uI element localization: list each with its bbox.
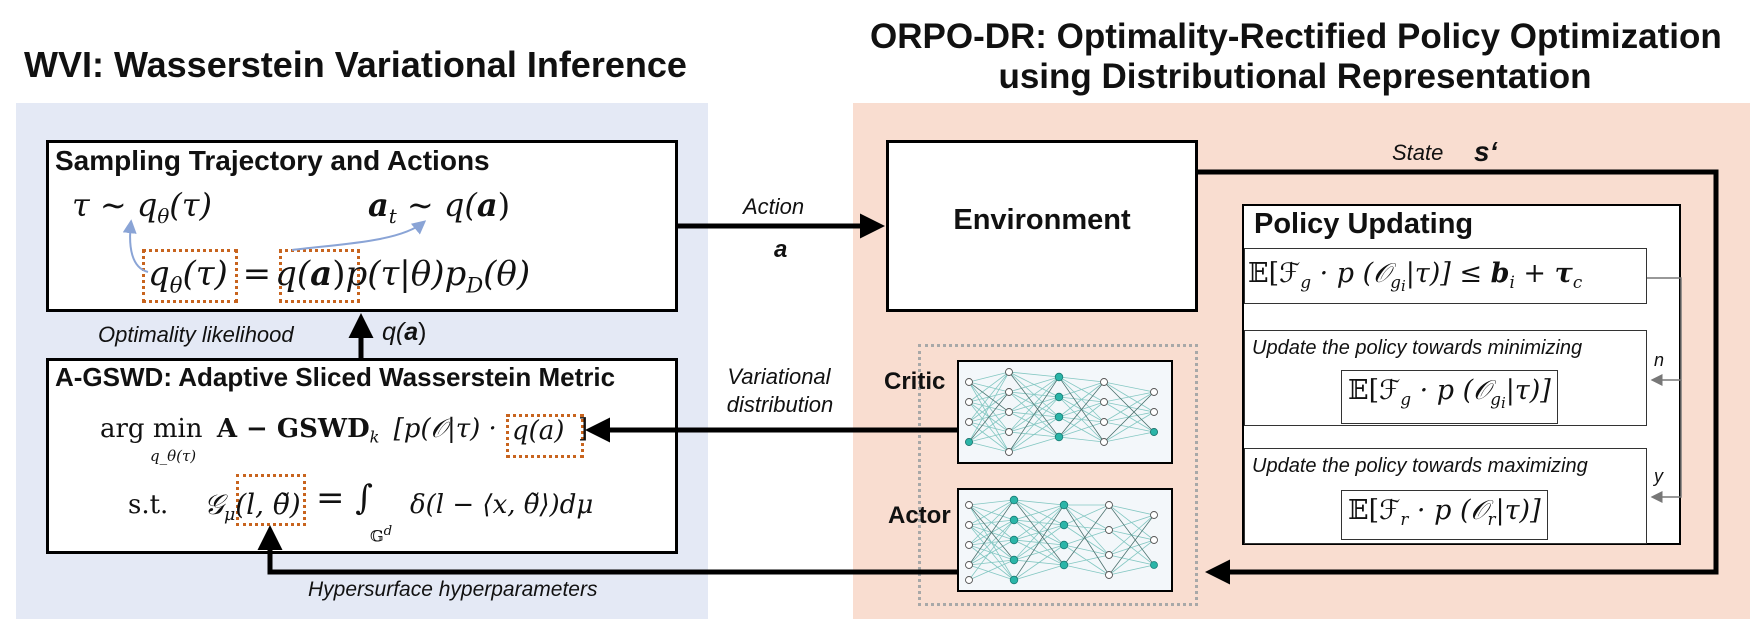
environment-label: Environment (953, 204, 1131, 236)
agswd-title: A-GSWD: Adaptive Sliced Wasserstein Metr… (55, 362, 616, 392)
hypersurface-function: 𝒢μ(l, θ̃) (204, 488, 301, 526)
state-symbol: s‘ (1474, 136, 1498, 167)
state-label: State (1392, 140, 1444, 165)
actor-network (957, 488, 1173, 592)
action-symbol: a (774, 236, 788, 263)
critic-network (957, 360, 1173, 464)
agswd-bracket-close: ] (578, 414, 589, 444)
agswd-objective: arg min A − GSWDk [p(𝒪|τ) · (100, 414, 497, 447)
maximize-formula: 𝔼[ℱr · p (𝒪r|τ)] (1341, 490, 1548, 540)
sampling-box (46, 140, 678, 312)
policy-updating-title: Policy Updating (1254, 208, 1474, 240)
q-theta-to-tau-arrow (122, 219, 149, 273)
q-theta-highlight (142, 249, 238, 303)
integrand: δ(l − ⟨x, θ̃⟩)dμ (410, 490, 594, 520)
variational-label-1: Variational (727, 364, 831, 389)
hypersurface-highlight (236, 474, 306, 526)
integral-sign: = ∫ (316, 478, 374, 518)
constraint-branch-line (1647, 277, 1682, 386)
maximize-box (1244, 448, 1647, 544)
q-a-highlight (279, 249, 360, 303)
constraint-formula: 𝔼[ℱg · p (𝒪gi|τ)] ≤ bi + τc (1248, 258, 1583, 295)
minimize-box (1244, 330, 1647, 426)
q-a-to-action-arrow (291, 220, 427, 251)
action-label: Action (743, 194, 805, 219)
constraint-box (1244, 248, 1647, 304)
argmin-subscript: q_θ(τ) (150, 447, 197, 465)
minimize-text: Update the policy towards minimizing (1252, 337, 1583, 359)
trajectory-decomposition: qθ(τ) =q(a)p(τ|θ)pD(θ) (148, 254, 531, 298)
environment-box (886, 140, 1198, 312)
action-sampling-formula: at ∼ q(a) (368, 186, 511, 228)
no-branch-label: n (1654, 350, 1665, 370)
agswd-q-a-highlight (506, 414, 584, 458)
agswd-q-a: q(a) (512, 416, 565, 446)
st-label: s.t. (128, 490, 169, 520)
tau-sampling-formula: τ ∼ qθ(τ) (72, 186, 212, 228)
maximize-branch-line (1650, 380, 1682, 503)
hypersurface-arrow (257, 525, 957, 575)
critic-label: Critic (884, 368, 946, 395)
variational-label-2: distribution (726, 392, 834, 417)
integral-domain: 𝔾d (370, 524, 393, 546)
orpo-title-line2: using Distributional Representation (998, 57, 1592, 96)
yes-branch-label: y (1654, 466, 1663, 486)
state-arrow (1198, 169, 1719, 585)
critic-network-graph (965, 368, 1158, 456)
maximize-text: Update the policy towards maximizing (1252, 455, 1588, 477)
critic-actor-group (918, 344, 1198, 606)
wvi-title: WVI: Wasserstein Variational Inference (24, 44, 687, 85)
orpo-title-line1: ORPO-DR: Optimality-Rectified Policy Opt… (870, 17, 1722, 56)
actor-network-graph (965, 495, 1158, 585)
q-a-label: q(a) (382, 318, 427, 346)
minimize-formula: 𝔼[ℱg · p (𝒪gi|τ)] (1341, 370, 1558, 424)
sampling-title: Sampling Trajectory and Actions (55, 145, 490, 176)
hypersurface-label: Hypersurface hyperparameters (308, 578, 598, 601)
actor-label: Actor (888, 502, 951, 529)
optimality-likelihood-label: Optimality likelihood (98, 322, 294, 347)
